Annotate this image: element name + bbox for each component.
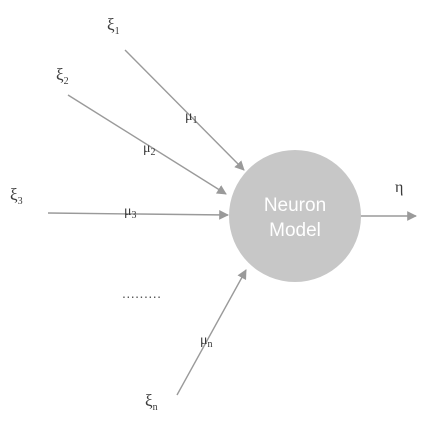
neuron-label-line1: Neuron bbox=[264, 195, 326, 216]
ellipsis-dots: ......... bbox=[122, 285, 162, 301]
neuron-node bbox=[229, 150, 361, 282]
weight-label-n: μn bbox=[200, 333, 213, 350]
input-label-2: ξ2 bbox=[56, 65, 69, 87]
output-label: η bbox=[395, 179, 403, 196]
input-edge-n bbox=[176, 269, 247, 396]
input-label-n: ξn bbox=[145, 391, 158, 413]
weight-label-1: μ1 bbox=[185, 109, 198, 126]
input-label-3: ξ3 bbox=[10, 185, 23, 207]
input-edge-1 bbox=[124, 49, 245, 171]
input-edge-2 bbox=[67, 94, 227, 195]
neuron-label-line2: Model bbox=[269, 220, 321, 241]
input-label-1: ξ1 bbox=[107, 15, 120, 37]
weight-label-3: μ3 bbox=[124, 204, 137, 221]
input-edge-3 bbox=[47, 210, 229, 220]
weight-label-2: μ2 bbox=[143, 141, 156, 158]
